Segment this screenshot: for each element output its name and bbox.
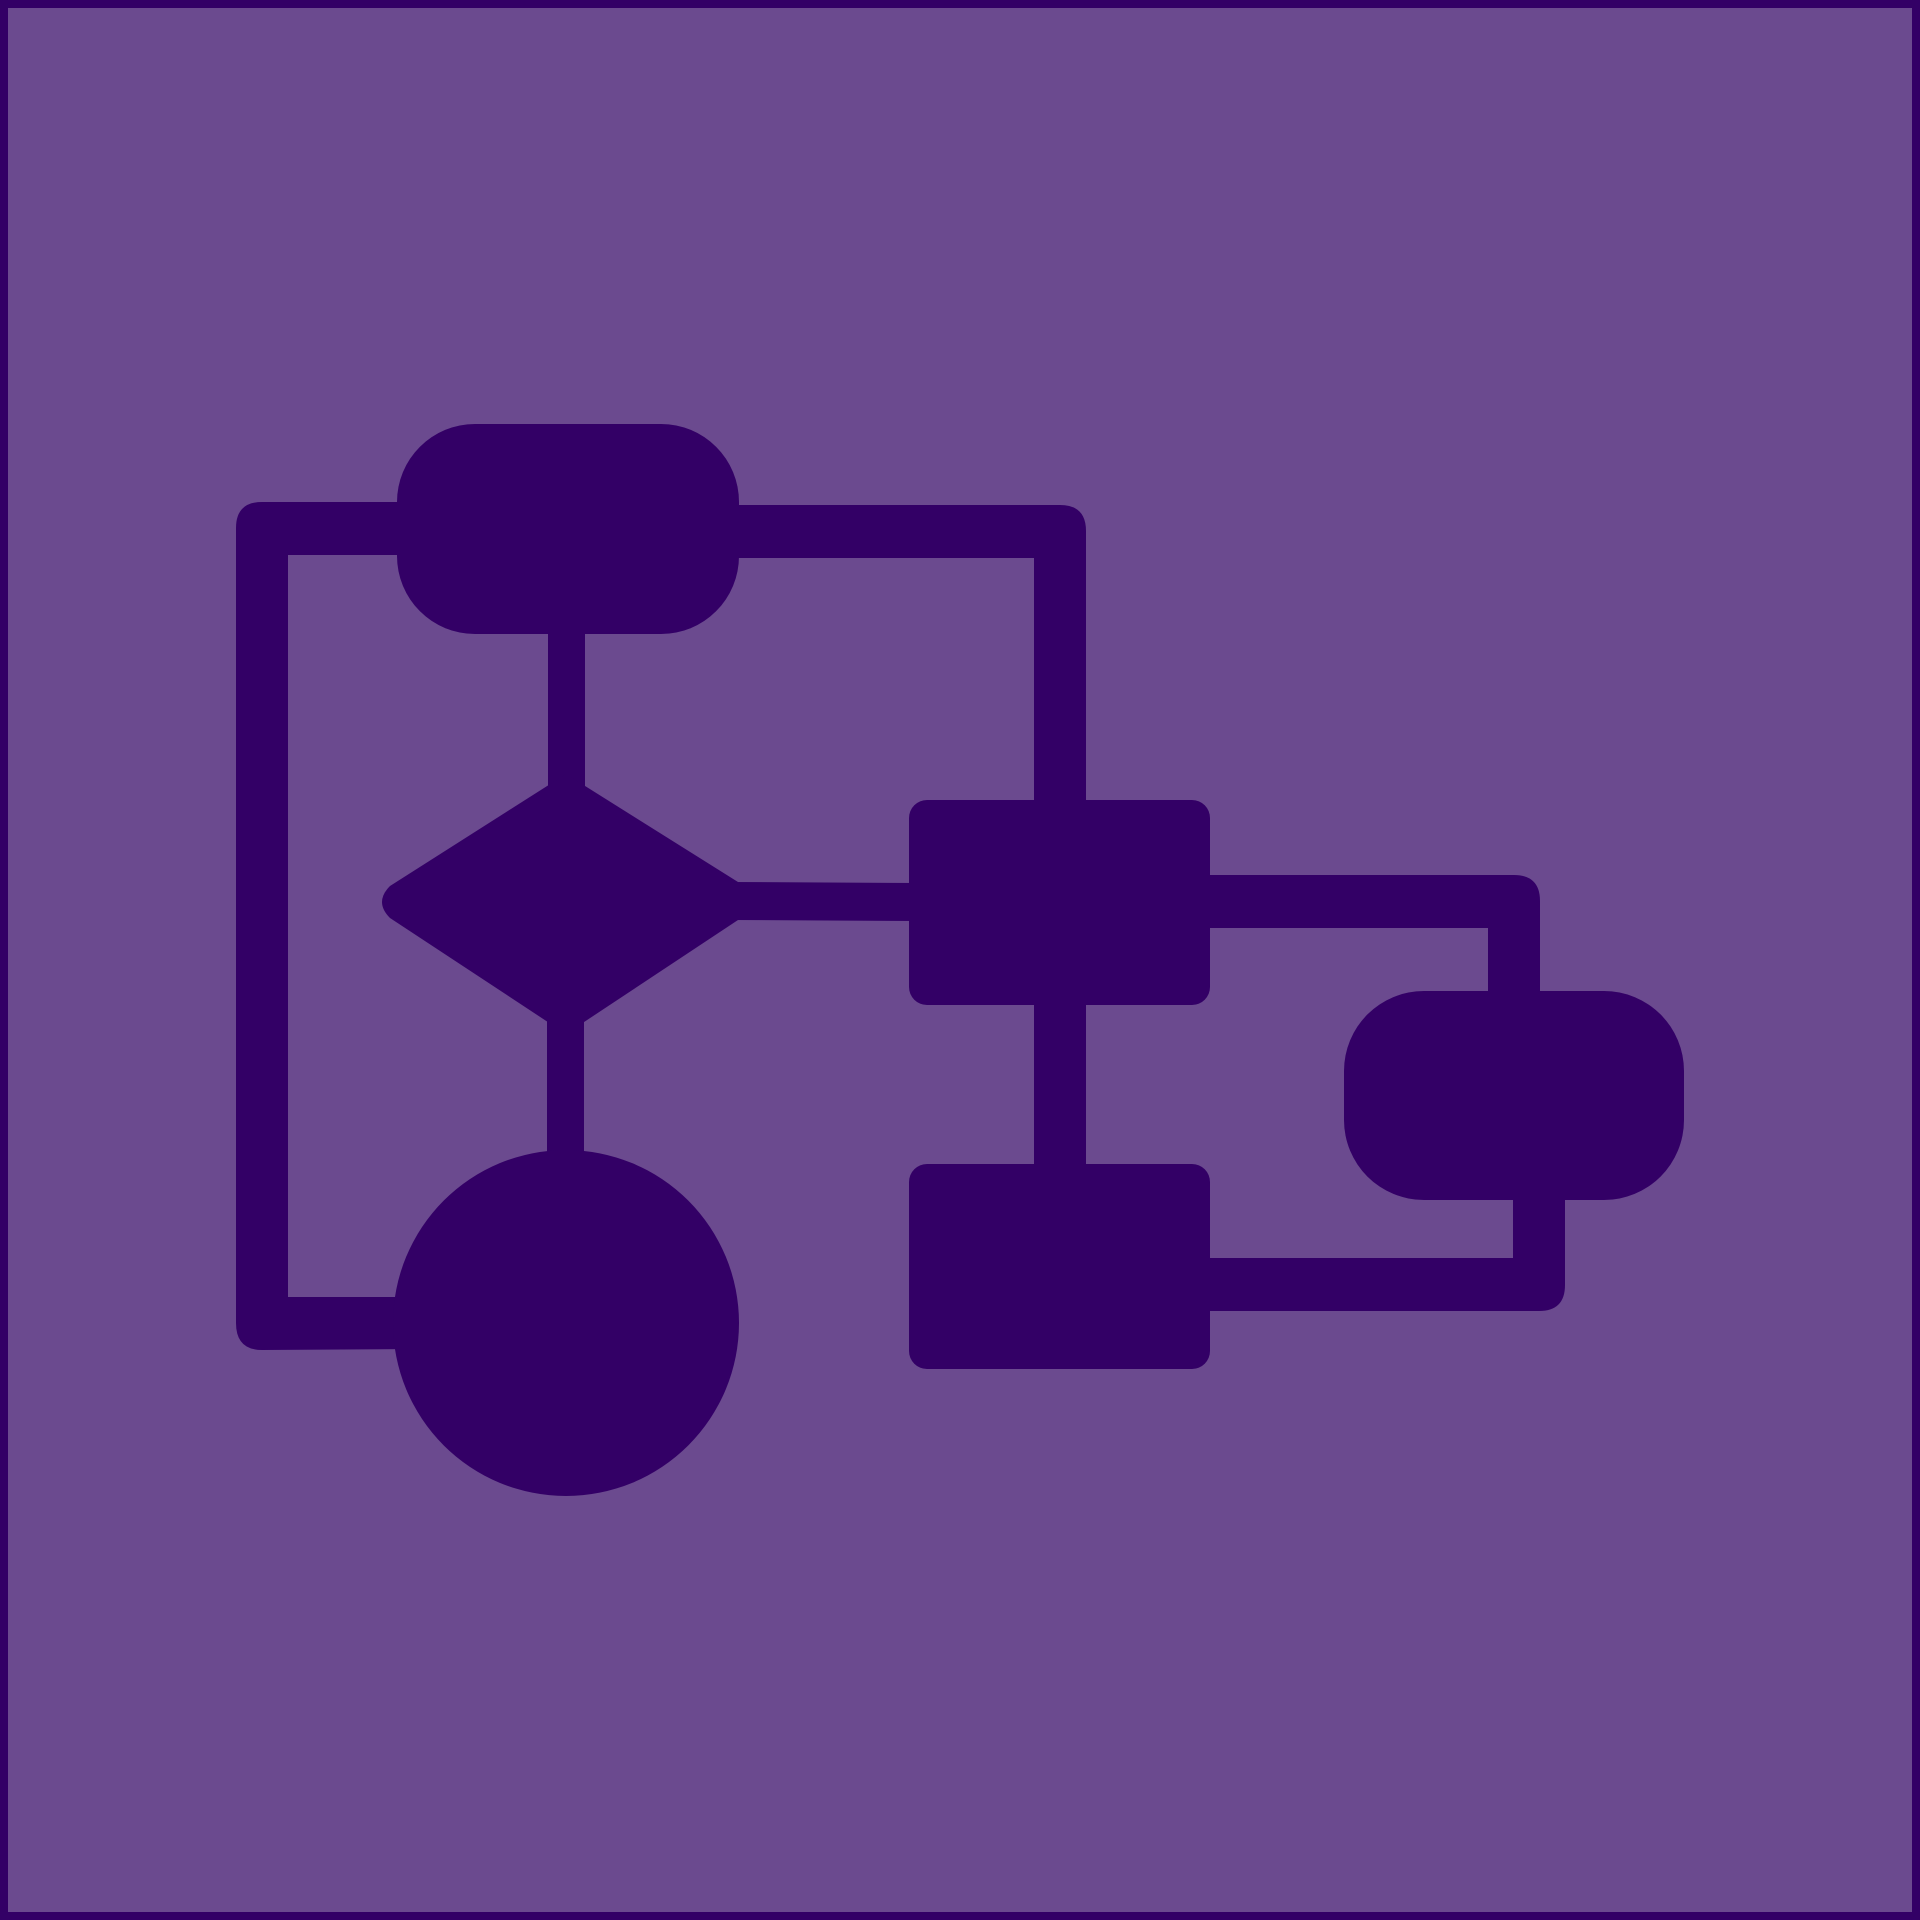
end-circle bbox=[393, 1150, 739, 1496]
connector-decision-to-end bbox=[547, 1010, 584, 1170]
start-terminator bbox=[397, 424, 739, 634]
connector-right-upper bbox=[1190, 875, 1540, 1005]
connector-left-loop bbox=[236, 502, 420, 1350]
connector-process-1-to-process-2 bbox=[1034, 990, 1086, 1180]
connector-top-to-decision bbox=[548, 620, 585, 800]
connector-top-right bbox=[720, 505, 1086, 820]
connector-decision-to-process bbox=[730, 882, 920, 921]
connector-right-lower bbox=[1190, 1190, 1565, 1311]
decision-diamond-shape bbox=[382, 774, 738, 1034]
process-box-1 bbox=[909, 800, 1210, 1005]
end-terminator-right bbox=[1344, 991, 1684, 1200]
process-box-2 bbox=[909, 1164, 1210, 1369]
